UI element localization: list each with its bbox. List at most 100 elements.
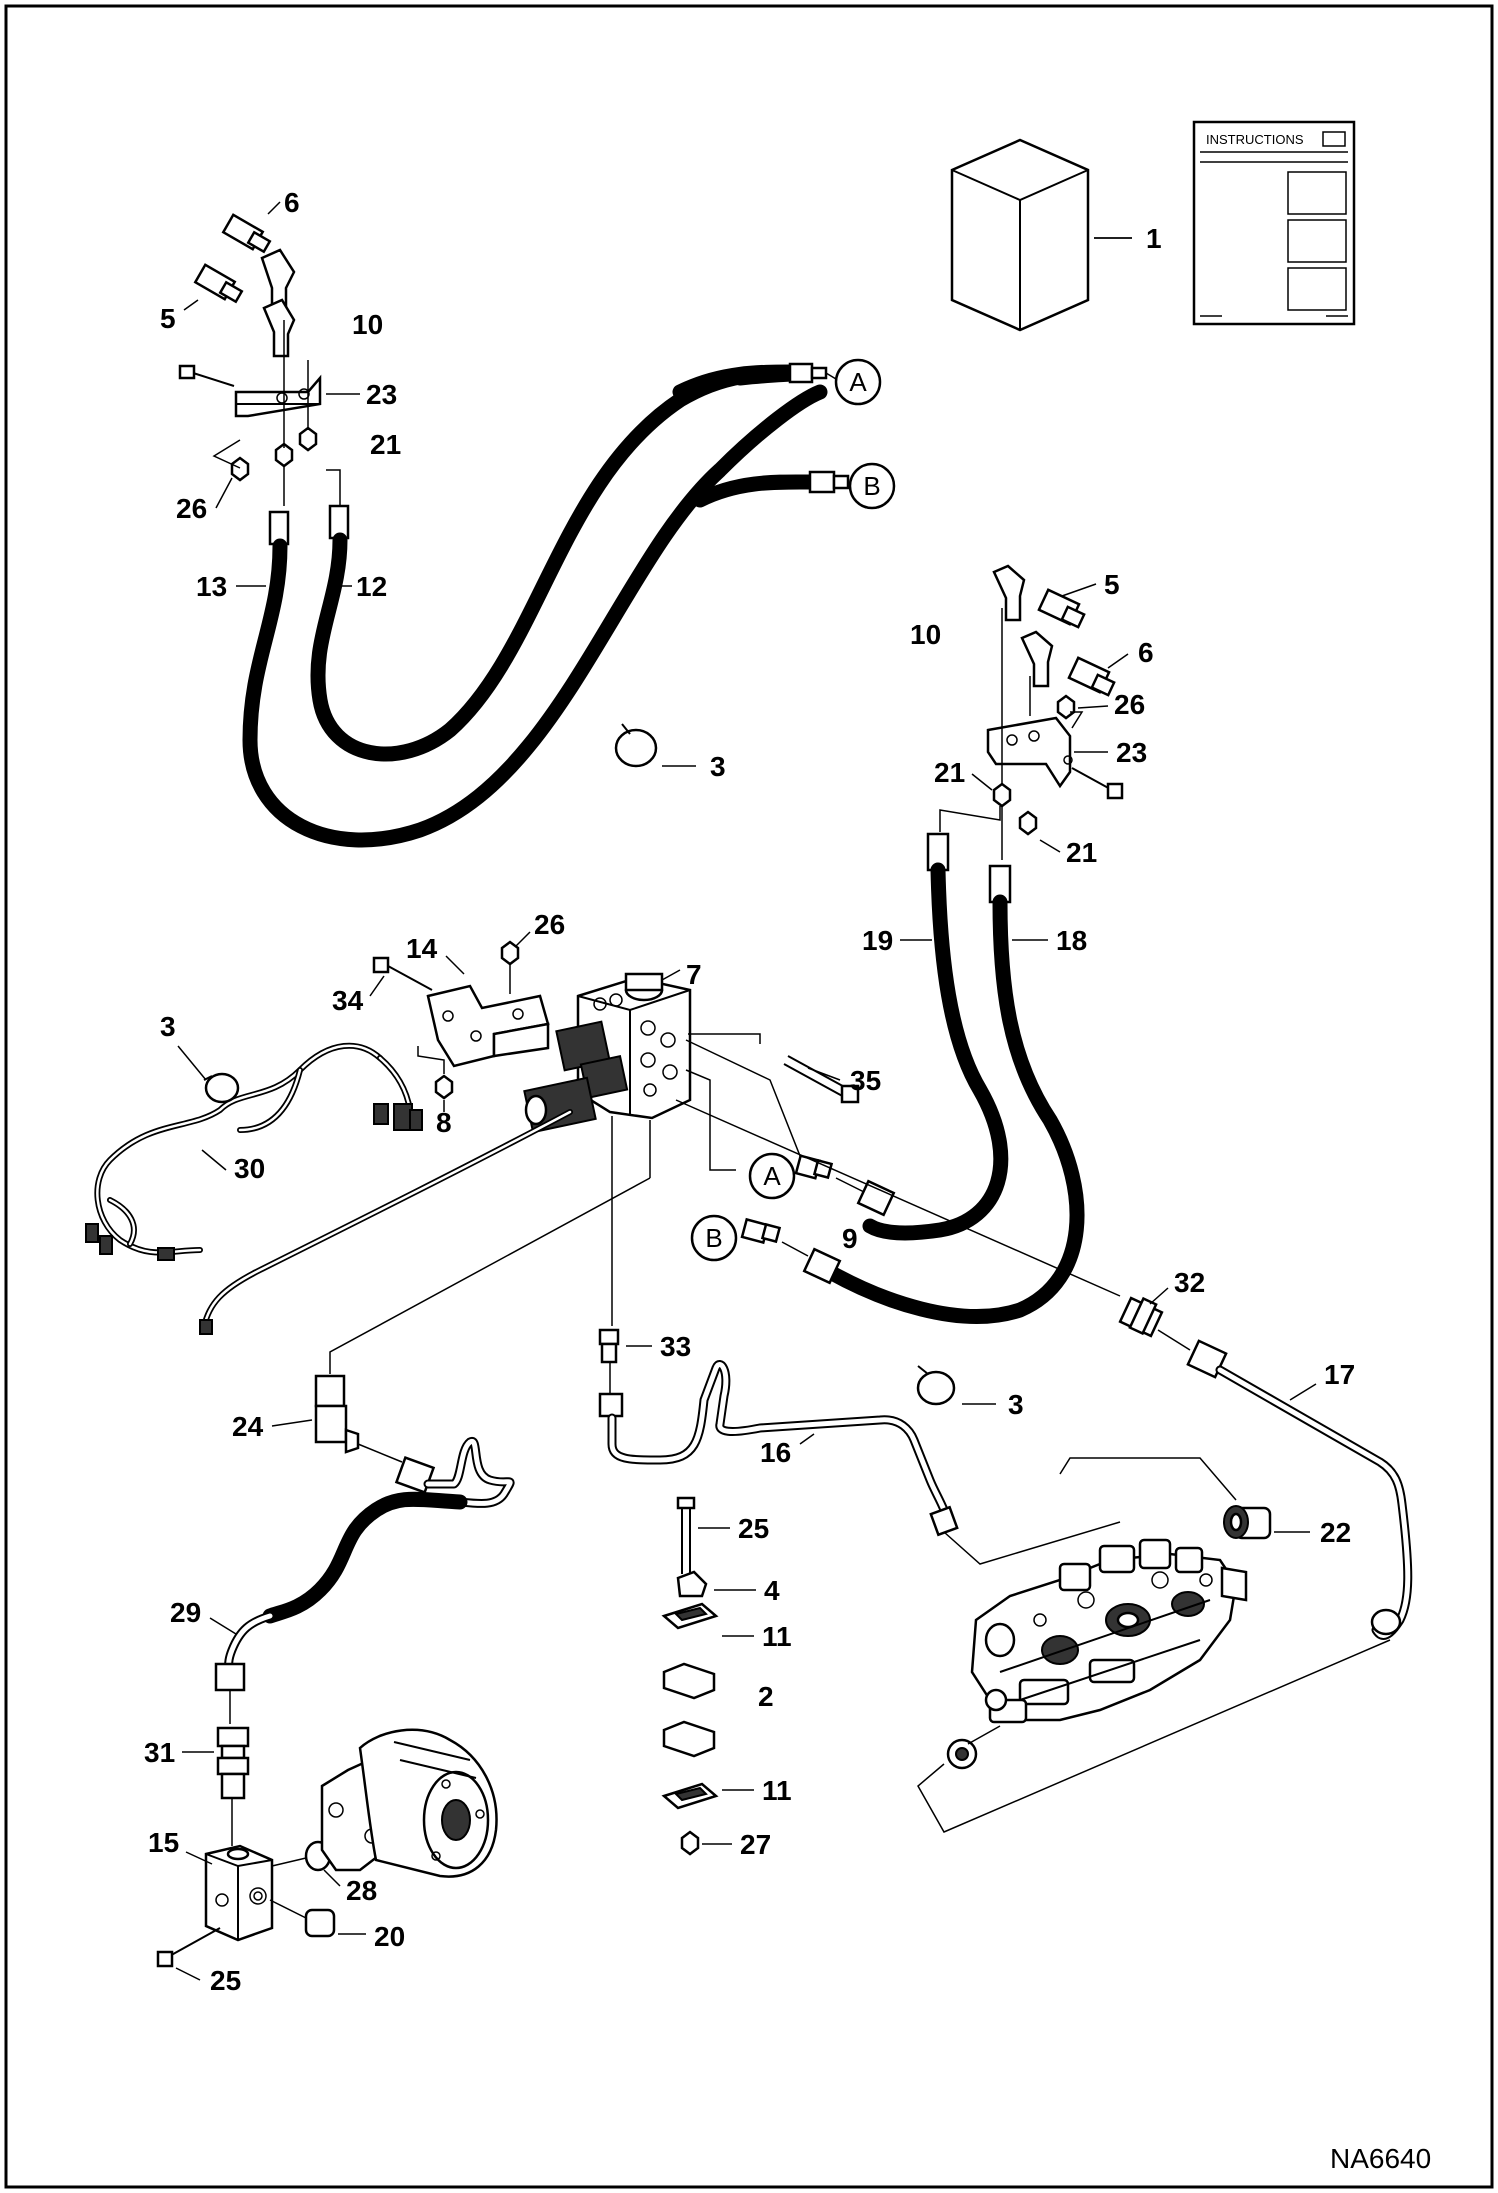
callout-3b: 3 bbox=[160, 1011, 207, 1081]
hose-19 bbox=[862, 862, 1009, 1241]
bolt-35 bbox=[688, 1033, 860, 1104]
callout-14: 14 bbox=[406, 933, 465, 975]
callout-4: 4 bbox=[714, 1575, 780, 1606]
callout-number: 8 bbox=[436, 1107, 452, 1138]
callout-leader bbox=[971, 773, 993, 791]
callout-number: 22 bbox=[1320, 1517, 1351, 1548]
callout-number: 28 bbox=[346, 1875, 377, 1906]
callout-1: 1 bbox=[1094, 223, 1162, 254]
callout-leader bbox=[807, 1067, 841, 1081]
callout-number: 25 bbox=[210, 1965, 241, 1996]
callout-leader bbox=[1039, 839, 1061, 853]
callout-11b: 11 bbox=[722, 1775, 792, 1806]
callout-33: 33 bbox=[626, 1331, 691, 1362]
callout-29: 29 bbox=[170, 1597, 237, 1635]
marker-a-top: A bbox=[834, 358, 882, 406]
callout-20: 20 bbox=[338, 1921, 405, 1952]
callout-number: 21 bbox=[1066, 837, 1097, 868]
callout-25a: 25 bbox=[698, 1513, 769, 1544]
callout-leader bbox=[369, 975, 385, 997]
callout-24: 24 bbox=[232, 1411, 313, 1442]
callout-22: 22 bbox=[1274, 1517, 1351, 1548]
callout-10a: 10 bbox=[352, 309, 383, 340]
clamp-3-lower bbox=[916, 1365, 956, 1406]
callout-number: 15 bbox=[148, 1827, 179, 1858]
callout-5b: 5 bbox=[1061, 569, 1120, 600]
svg-text:B: B bbox=[863, 471, 880, 501]
callout-number: 30 bbox=[234, 1153, 265, 1184]
marker-b-top: B bbox=[848, 462, 896, 510]
svg-text:A: A bbox=[763, 1161, 781, 1191]
callout-number: 21 bbox=[934, 757, 965, 788]
callout-number: 6 bbox=[284, 187, 300, 218]
callout-leader bbox=[323, 1869, 341, 1887]
drawing-frame bbox=[4, 4, 1494, 2189]
callout-number: 26 bbox=[534, 909, 565, 940]
callout-13: 13 bbox=[196, 571, 266, 602]
instructions-label: INSTRUCTIONS bbox=[1206, 132, 1304, 147]
svg-text:B: B bbox=[705, 1223, 722, 1253]
callout-leader bbox=[175, 1967, 201, 1981]
tube-16 bbox=[598, 1360, 959, 1537]
small-fitting bbox=[946, 1738, 978, 1770]
callout-number: 23 bbox=[1116, 737, 1147, 768]
callout-number: 7 bbox=[686, 959, 702, 990]
kit-box bbox=[950, 138, 1090, 332]
callout-leader bbox=[183, 299, 199, 311]
main-pump-assembly bbox=[970, 1538, 1248, 1724]
callout-9: 9 bbox=[842, 1223, 858, 1254]
callout-11a: 11 bbox=[722, 1621, 792, 1652]
valve-bracket-14 bbox=[372, 940, 550, 1100]
callout-number: 24 bbox=[232, 1411, 264, 1442]
callout-number: 33 bbox=[660, 1331, 691, 1362]
fitting-b-lower: B bbox=[690, 1214, 782, 1262]
callout-number: 25 bbox=[738, 1513, 769, 1544]
callout-34: 34 bbox=[332, 975, 385, 1016]
callout-leader bbox=[177, 1045, 207, 1081]
callout-number: 4 bbox=[764, 1575, 780, 1606]
callout-leader bbox=[267, 201, 281, 215]
callout-23b: 23 bbox=[1074, 737, 1147, 768]
callout-number: 10 bbox=[352, 309, 383, 340]
hose-18 bbox=[822, 894, 1085, 1324]
hydraulic-pump bbox=[320, 1728, 498, 1878]
callout-7: 7 bbox=[661, 959, 702, 990]
callout-2: 2 bbox=[758, 1681, 774, 1712]
callout-leader bbox=[1061, 583, 1097, 597]
callout-26c: 26 bbox=[515, 909, 565, 947]
callout-leader bbox=[201, 1149, 227, 1171]
fitting-24 bbox=[314, 1374, 360, 1454]
adapter-block-15 bbox=[204, 1844, 274, 1942]
callout-18: 18 bbox=[1012, 925, 1087, 956]
callout-number: 35 bbox=[850, 1065, 881, 1096]
callout-number: 3 bbox=[710, 751, 726, 782]
callout-number: 31 bbox=[144, 1737, 175, 1768]
callout-leader bbox=[445, 955, 465, 975]
callout-leader bbox=[515, 931, 531, 947]
coupler-assembly-top-left bbox=[178, 213, 350, 546]
callout-28: 28 bbox=[323, 1869, 377, 1906]
callout-number: 9 bbox=[842, 1223, 858, 1254]
callout-8: 8 bbox=[436, 1100, 452, 1138]
callout-30: 30 bbox=[201, 1149, 265, 1184]
callout-number: 34 bbox=[332, 985, 364, 1016]
callout-3c: 3 bbox=[962, 1389, 1024, 1420]
callout-number: 11 bbox=[762, 1621, 792, 1652]
fitting-32 bbox=[1118, 1296, 1164, 1338]
fitting-33 bbox=[598, 1328, 620, 1364]
callout-number: 1 bbox=[1146, 223, 1162, 254]
callout-number: 20 bbox=[374, 1921, 405, 1952]
callout-number: 32 bbox=[1174, 1267, 1205, 1298]
callout-16: 16 bbox=[760, 1433, 815, 1468]
callout-number: 12 bbox=[356, 571, 387, 602]
callout-leader bbox=[1107, 653, 1129, 669]
callout-leader bbox=[209, 1617, 237, 1635]
coupler-assembly-right bbox=[926, 564, 1124, 904]
callout-number: 26 bbox=[1114, 689, 1145, 720]
callout-23a: 23 bbox=[326, 379, 397, 410]
callout-10b: 10 bbox=[910, 619, 941, 650]
callout-number: 11 bbox=[762, 1775, 792, 1806]
hose-13 bbox=[242, 384, 828, 848]
fitting-22 bbox=[1223, 1505, 1272, 1540]
